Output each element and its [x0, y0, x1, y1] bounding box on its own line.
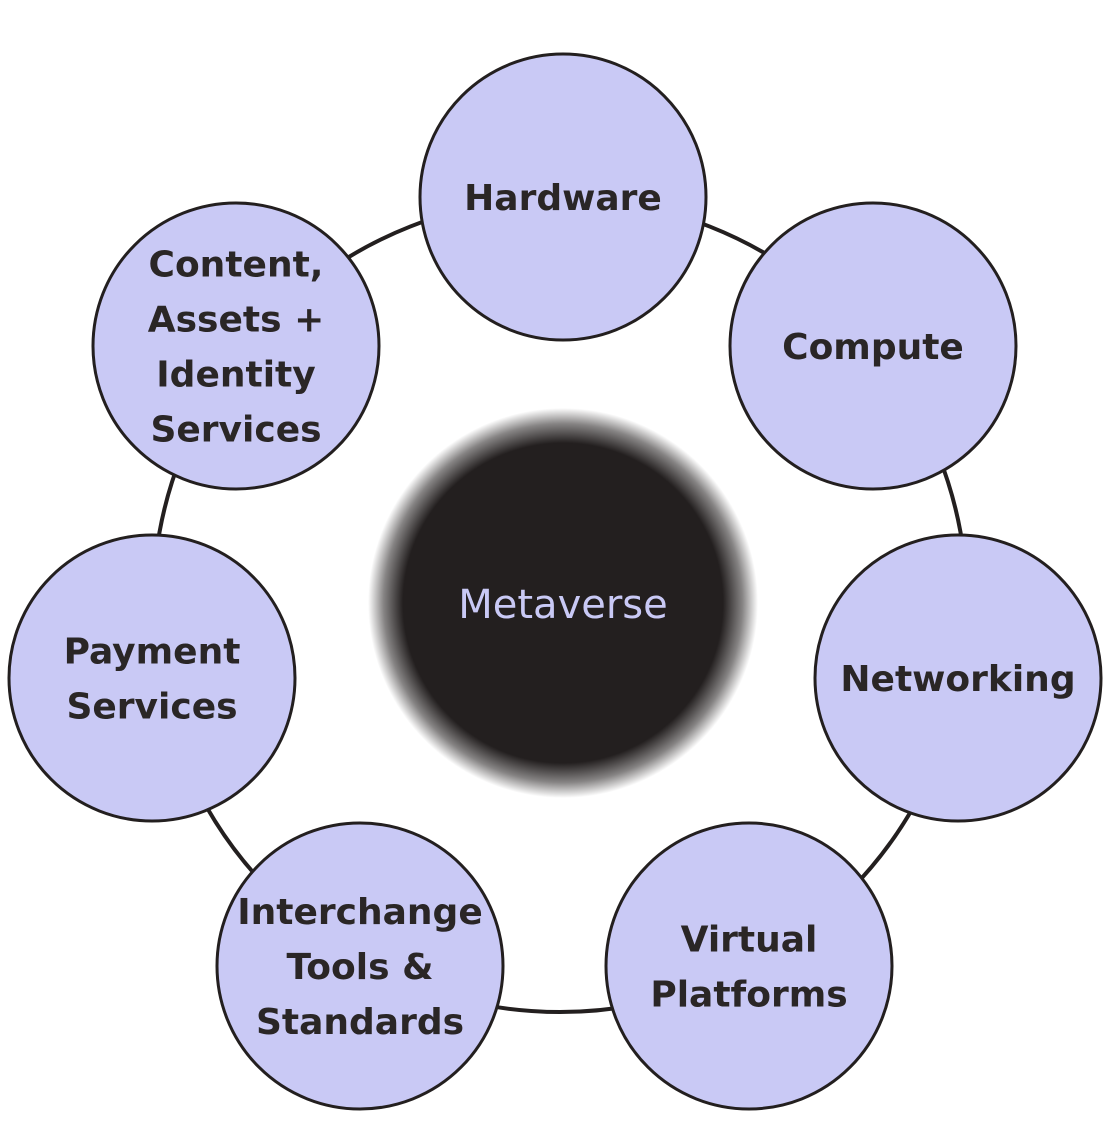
node-virtual-platforms-circle — [604, 821, 894, 1111]
node-interchange-tools-standards-circle — [215, 821, 505, 1111]
node-networking-circle — [813, 533, 1103, 823]
node-content-assets-identity-services-label-line: Assets + — [148, 300, 324, 341]
node-content-assets-identity-services-circle — [91, 201, 381, 491]
node-compute-label-line: Compute — [782, 327, 964, 368]
node-networking-label-line: Networking — [840, 659, 1075, 700]
node-payment-services-label-line: Services — [66, 687, 237, 728]
node-virtual-platforms-label-line: Platforms — [650, 975, 847, 1016]
nodes-layer: HardwareComputeNetworkingVirtualPlatform… — [7, 52, 1103, 1111]
node-compute: Compute — [728, 201, 1018, 491]
metaverse-center-circle — [368, 408, 758, 798]
node-payment-services-circle — [7, 533, 297, 823]
node-compute-circle — [728, 201, 1018, 491]
metaverse-center: Metaverse — [368, 408, 758, 798]
node-content-assets-identity-services-label-line: Content, — [149, 245, 324, 286]
node-content-assets-identity-services-label-line: Identity — [156, 355, 315, 396]
metaverse-center-label: Metaverse — [458, 582, 668, 628]
node-interchange-tools-standards-label-line: Tools & — [287, 947, 434, 988]
node-interchange-tools-standards-label-line: Interchange — [237, 892, 482, 933]
node-payment-services-label-line: Payment — [64, 632, 241, 673]
node-hardware: Hardware — [418, 52, 708, 342]
node-virtual-platforms-label-line: Virtual — [681, 920, 818, 961]
node-content-assets-identity-services-label-line: Services — [150, 410, 321, 451]
node-networking: Networking — [813, 533, 1103, 823]
node-interchange-tools-standards-label-line: Standards — [256, 1002, 464, 1043]
node-hardware-circle — [418, 52, 708, 342]
node-hardware-label-line: Hardware — [464, 178, 662, 219]
